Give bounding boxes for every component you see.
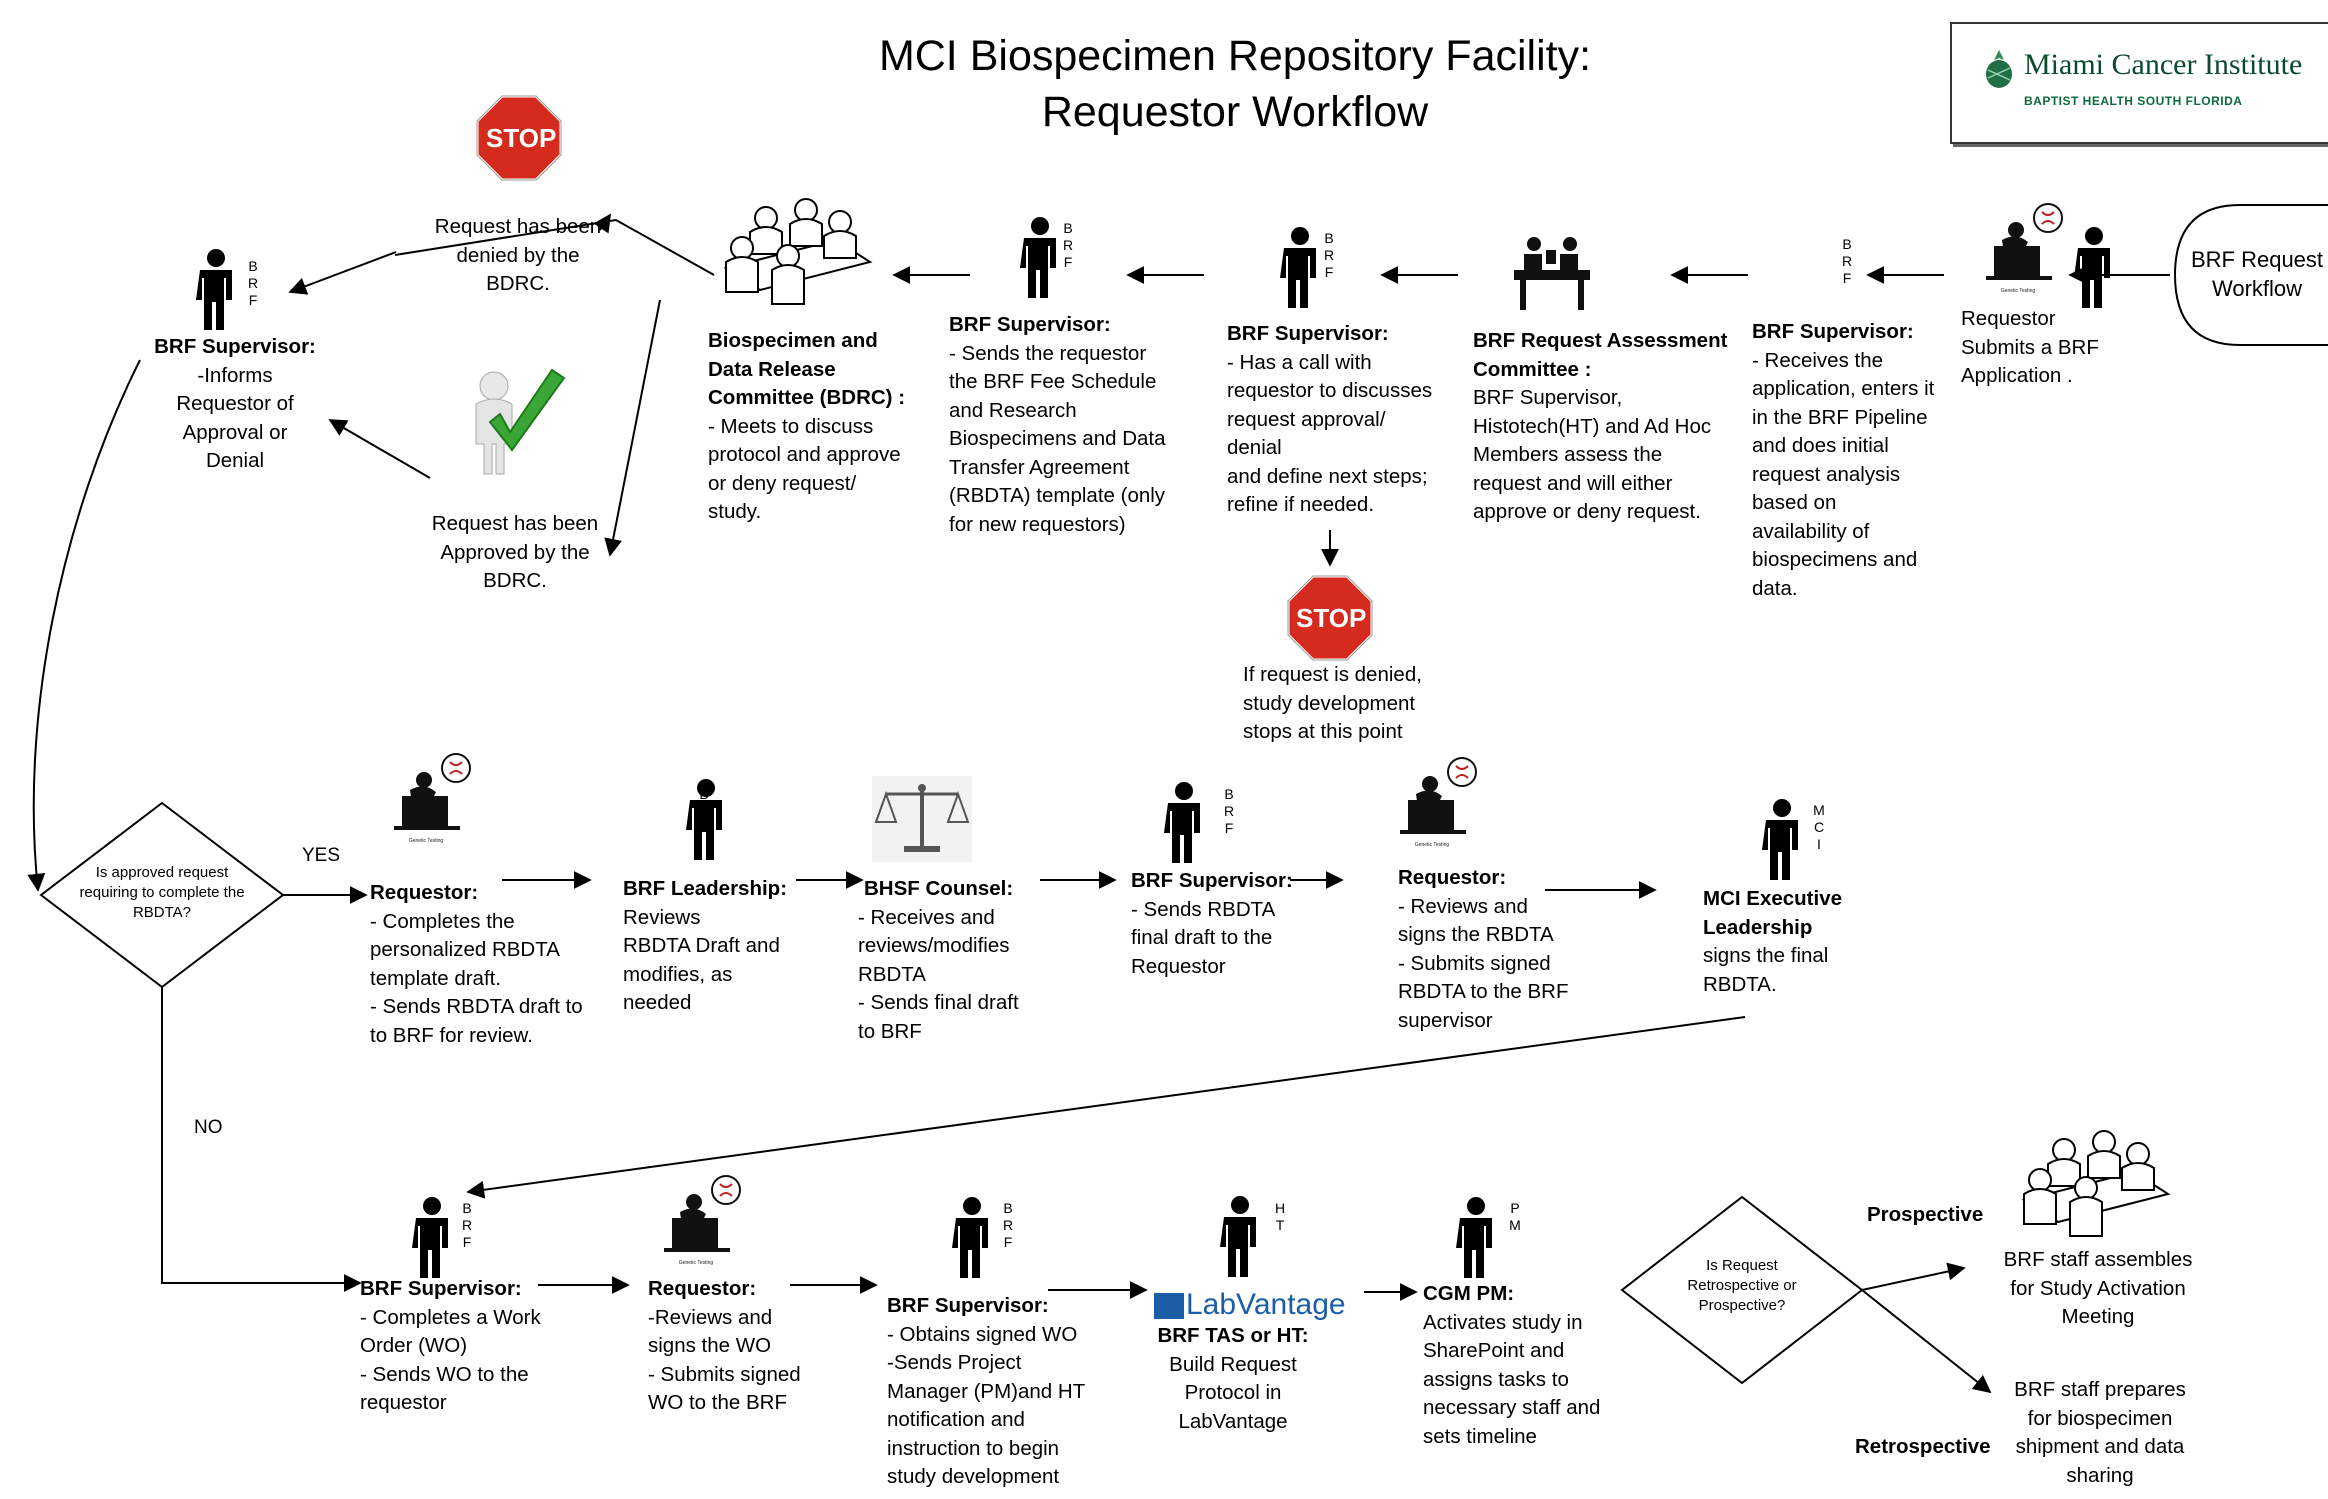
activation-meeting-icon [2023, 1130, 2169, 1237]
requestor-desk-icon-4 [663, 1175, 741, 1267]
miami-cancer-institute-logo: Miami Cancer Institute BAPTIST HEALTH SO… [1950, 22, 2328, 144]
prospective-label: Prospective [1867, 1203, 1984, 1226]
bdrc-meeting-icon [725, 198, 871, 305]
brf-supervisor-pm-icon [952, 1197, 988, 1278]
stop-label-top: STOP [486, 123, 557, 153]
requestor-desk-icon-2 [393, 753, 471, 845]
brf-supervisor-3-icon [1020, 217, 1056, 298]
requestor-desk-icon-1 [1985, 203, 2063, 295]
brf-supervisor-notify-pm-text: BRF Supervisor: - Obtains signed WO-Send… [887, 1294, 1086, 1488]
brf-supervisor-informs-icon [196, 249, 232, 330]
requestor-desk-icon-3 [1399, 757, 1477, 849]
brf-supervisor-wo-icon [412, 1197, 448, 1278]
mci-executive-icon [1762, 799, 1798, 880]
no-label: NO [194, 1117, 223, 1138]
committee-icon [1514, 237, 1590, 310]
tas-ht-icon [1220, 1196, 1256, 1277]
brf-supervisor-2-icon [1280, 227, 1316, 308]
stop-label-middle: STOP [1296, 603, 1367, 633]
scales-icon [872, 776, 972, 862]
brf-supervisor-1-icon [2074, 227, 2110, 308]
labvantage-mark-icon [1154, 1293, 1184, 1320]
approval-checkmark-icon [475, 368, 566, 475]
yes-label: YES [302, 845, 341, 866]
brf-supervisor-row2-icon [1164, 782, 1200, 863]
cgm-pm-icon [1456, 1197, 1492, 1278]
retrospective-label: Retrospective [1855, 1435, 1991, 1458]
pineapple-logo-icon [1986, 50, 2012, 88]
labvantage-logo: LabVantage [1154, 1288, 1346, 1322]
page-title: MCI Biospecimen Repository Facility: Req… [878, 32, 1592, 136]
start-node: BRF Request Workflow [2190, 247, 2324, 301]
